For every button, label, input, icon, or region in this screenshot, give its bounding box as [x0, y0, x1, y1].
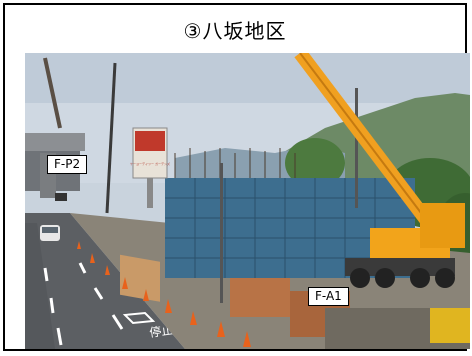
pier-label: F-P2 [47, 155, 88, 174]
billboard-text: ケーヨーデイツー ガーデンズ [130, 161, 170, 166]
construction-site-photo: 停止 [25, 53, 470, 349]
abutment-label: F-A1 [308, 287, 349, 306]
figure-title: ③八坂地区 [183, 19, 287, 43]
